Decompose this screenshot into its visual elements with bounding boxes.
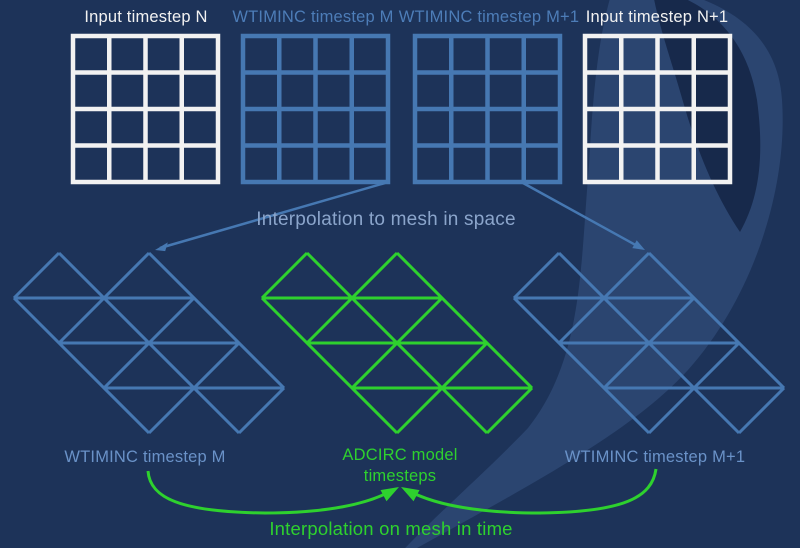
arrowhead-left-icon [155,242,168,252]
label-adcirc-line1: ADCIRC model [342,446,458,464]
swoosh-light-crescent [405,0,783,548]
label-interpolation-time: Interpolation on mesh in time [269,518,513,539]
label-wtiminc-timestep-m1: WTIMINC timestep M+1 [398,8,580,26]
arrowhead-right-icon [632,240,645,250]
space-interp-arrow-left [155,181,386,252]
label-adcirc-model-timesteps: ADCIRC model timesteps [342,445,457,486]
mesh-wtiminc-timestep-m [12,251,286,435]
grid-wtiminc-timestep-m1 [415,36,560,182]
label-mesh-wtiminc-m1: WTIMINC timestep M+1 [564,448,746,466]
label-interpolation-space: Interpolation to mesh in space [256,209,516,230]
swoosh-dark-leaf [654,0,761,232]
label-input-timestep-n: Input timestep N [84,8,208,26]
label-adcirc-line2: timesteps [363,466,437,485]
time-interp-arrow-right [401,468,658,515]
arrowhead-up-left-icon [380,487,399,502]
grid-wtiminc-timestep-m [243,36,388,182]
mesh-adcirc-model [260,251,534,435]
space-interp-arrow-right [522,181,645,250]
grid-input-timestep-n1 [585,36,730,182]
arrowhead-up-right-icon [401,487,420,502]
label-wtiminc-timestep-m: WTIMINC timestep M [232,8,394,26]
grid-input-timestep-n [73,36,218,182]
mesh-wtiminc-timestep-m1 [512,251,786,435]
time-interp-arrow-left [146,470,399,515]
label-input-timestep-n1: Input timestep N+1 [585,8,729,26]
label-mesh-wtiminc-m: WTIMINC timestep M [64,448,226,466]
